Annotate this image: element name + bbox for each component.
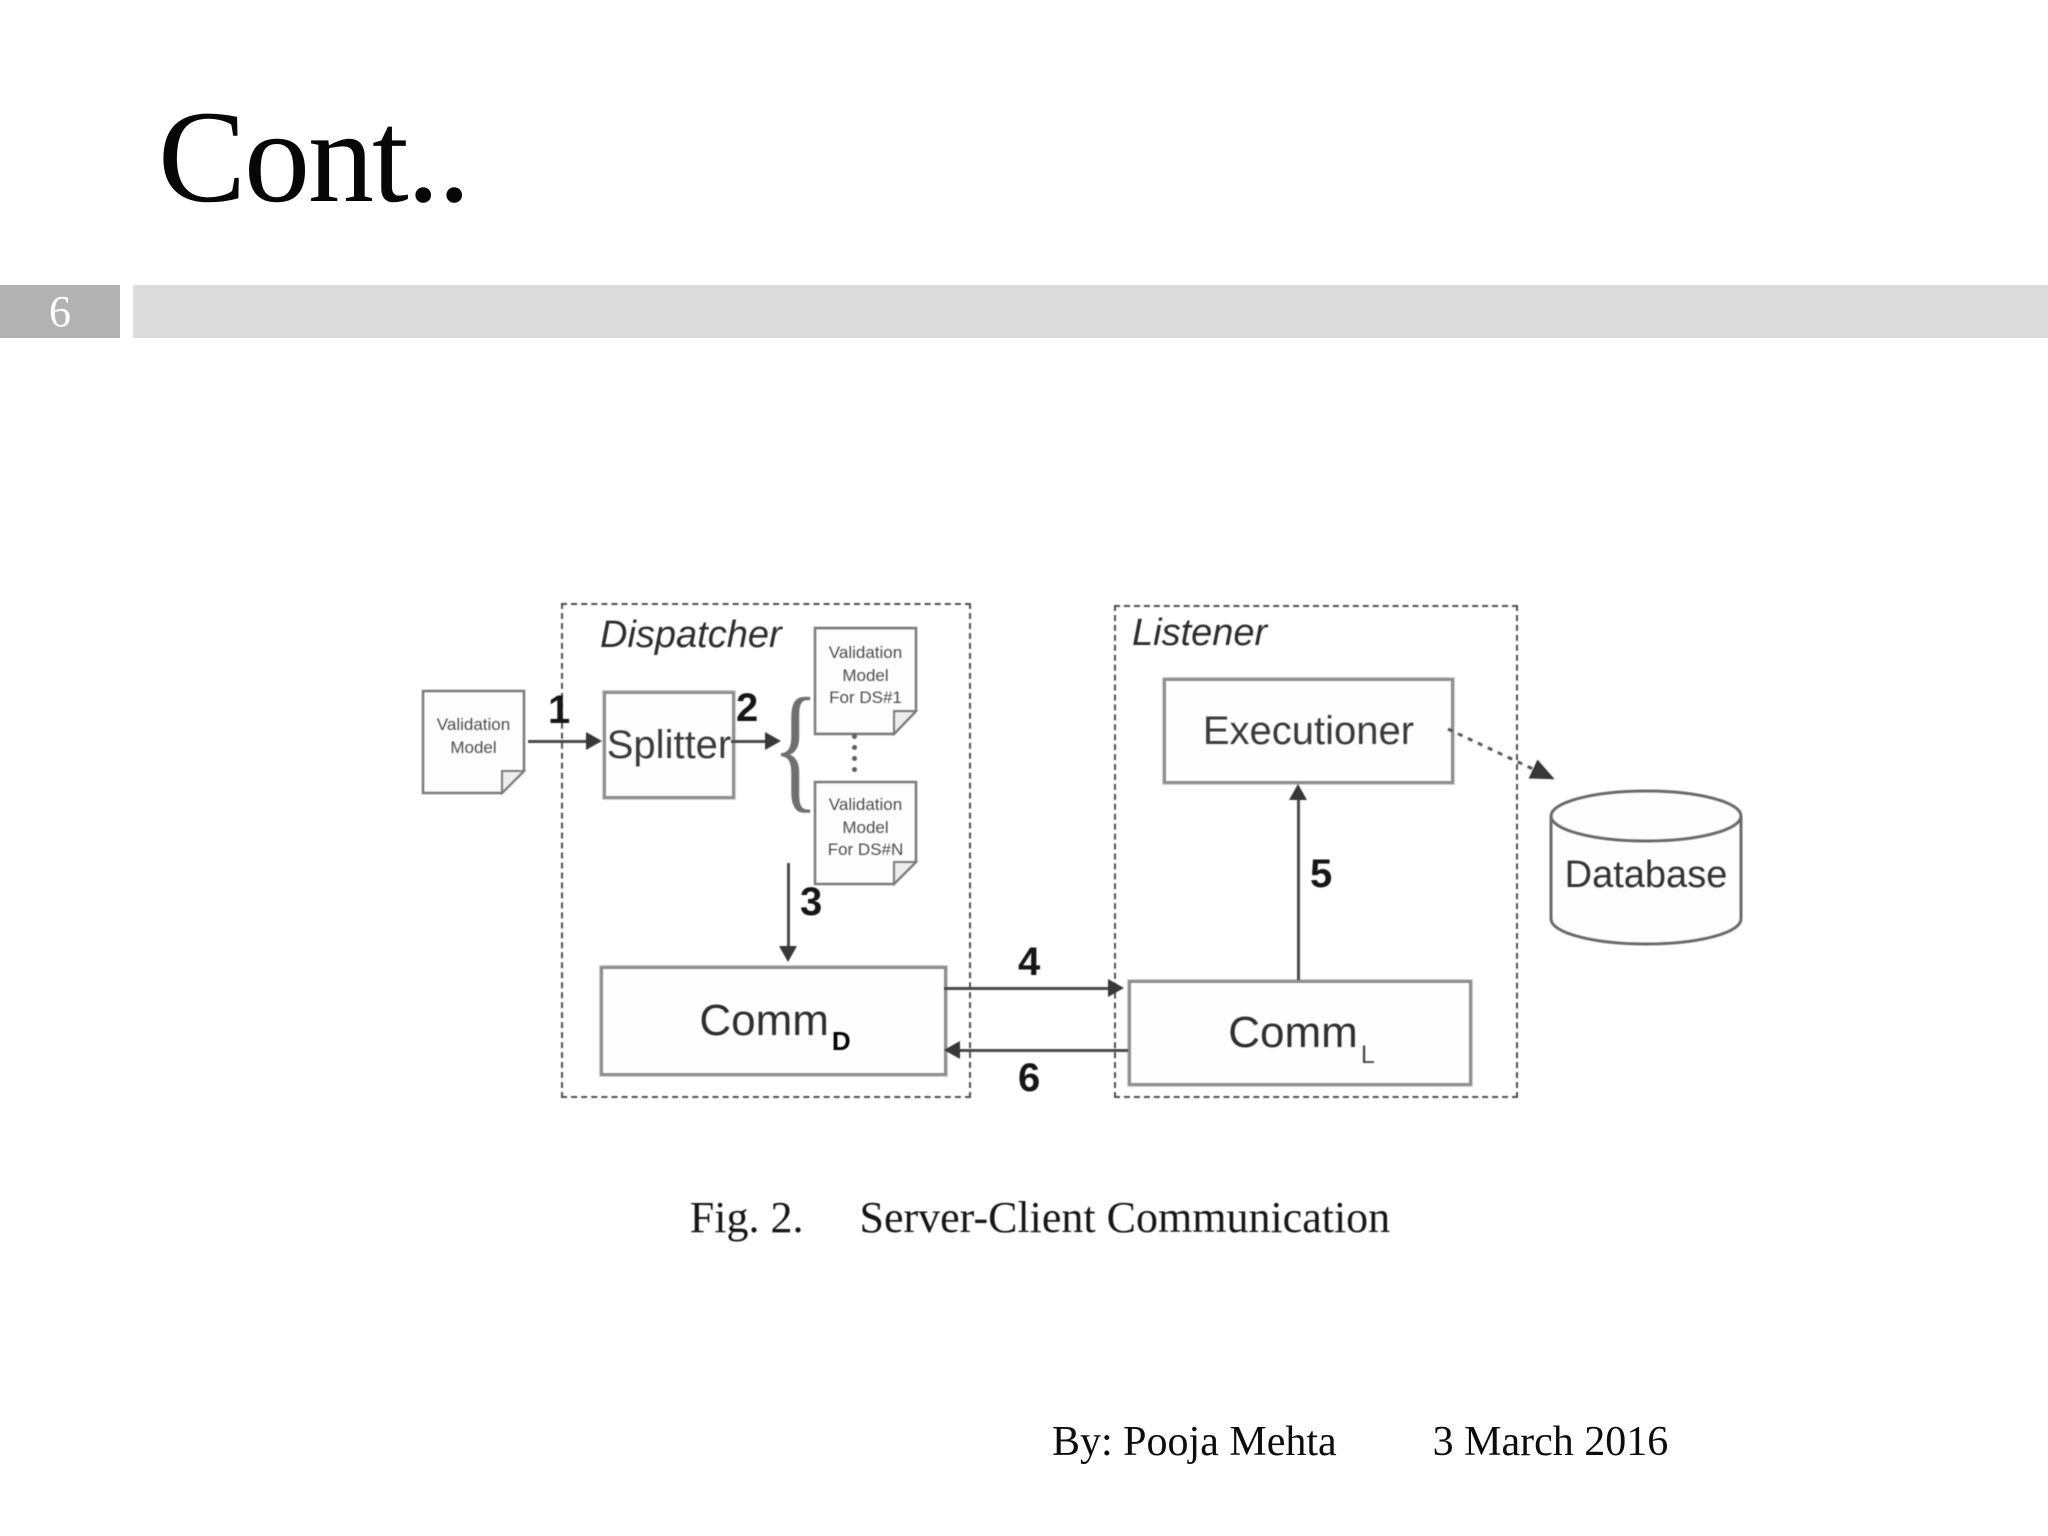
document-label: Validation Model For DS#N xyxy=(815,782,916,874)
comm-base: Comm xyxy=(699,996,829,1045)
arrowhead-icon xyxy=(944,1041,960,1059)
comm-base: Comm xyxy=(1228,1008,1358,1057)
arrowhead-icon xyxy=(1289,784,1307,800)
listener-region xyxy=(1114,605,1518,1098)
arrowhead-icon xyxy=(779,946,797,962)
document-label: Validation Model xyxy=(423,691,524,783)
document-label-line: Model xyxy=(842,817,889,837)
splitter-label: Splitter xyxy=(606,722,732,767)
arrow-line xyxy=(787,863,790,947)
document-label-line: Model xyxy=(450,738,497,757)
database-node: Database xyxy=(1548,788,1744,948)
slide-footer: By: Pooja Mehta 3 March 2016 xyxy=(1052,1418,1668,1466)
database-cylinder-icon xyxy=(1549,789,1743,946)
header-bar xyxy=(133,285,2048,338)
database-label: Database xyxy=(1564,854,1728,896)
listener-region-label: Listener xyxy=(1132,612,1268,654)
figure-caption-title: Server-Client Communication xyxy=(859,1193,1391,1242)
page-title: Cont.. xyxy=(158,83,471,230)
step-label-4: 4 xyxy=(1018,940,1041,984)
document-label: Validation Model For DS#1 xyxy=(815,628,916,724)
comm-subscript: D xyxy=(831,1026,851,1056)
arrowhead-icon xyxy=(1108,979,1124,997)
document-icon xyxy=(813,780,918,886)
footer-date: 3 March 2016 xyxy=(1432,1419,1669,1465)
page-number-badge: 6 xyxy=(0,285,120,338)
comm-subscript: L xyxy=(1360,1041,1375,1069)
document-icon xyxy=(813,626,918,736)
step-label-1: 1 xyxy=(548,688,571,732)
step-label-5: 5 xyxy=(1310,852,1333,896)
arrow-line xyxy=(731,740,767,743)
footer-author: By: Pooja Mehta xyxy=(1052,1419,1337,1465)
validation-model-dsn-document: Validation Model For DS#N xyxy=(813,780,918,886)
step-label-2: 2 xyxy=(736,686,759,730)
figure-caption-number: Fig. 2. xyxy=(689,1193,804,1242)
arrow-line xyxy=(528,740,588,743)
brace-icon: { xyxy=(772,670,820,825)
document-icon xyxy=(421,689,526,795)
executioner-label: Executioner xyxy=(1202,708,1415,753)
arrow-line xyxy=(944,987,1110,990)
document-label-line: For DS#N xyxy=(827,840,904,860)
vertical-ellipsis-icon xyxy=(852,734,857,772)
page-number: 6 xyxy=(49,287,71,336)
splitter-node: Splitter xyxy=(603,691,735,799)
arrow-line xyxy=(1297,798,1300,980)
document-label-line: Validation xyxy=(828,794,903,814)
dispatcher-region xyxy=(561,603,971,1098)
arrowhead-icon xyxy=(765,732,781,750)
step-label-3: 3 xyxy=(800,880,823,924)
document-label-line: For DS#1 xyxy=(829,688,902,708)
figure-caption: Fig. 2. Server-Client Communication xyxy=(640,1192,1440,1243)
document-label-line: Validation xyxy=(828,642,903,662)
executioner-node: Executioner xyxy=(1163,678,1454,784)
document-label-line: Model xyxy=(842,665,889,685)
validation-model-ds1-document: Validation Model For DS#1 xyxy=(813,626,918,736)
arrow-line xyxy=(960,1049,1128,1052)
step-label-6: 6 xyxy=(1018,1056,1041,1100)
input-validation-model-document: Validation Model xyxy=(421,689,526,795)
dispatcher-region-label: Dispatcher xyxy=(600,614,782,656)
arrowhead-icon xyxy=(586,732,602,750)
executioner-database-connector xyxy=(1447,727,1555,780)
document-label-line: Validation xyxy=(436,715,511,735)
